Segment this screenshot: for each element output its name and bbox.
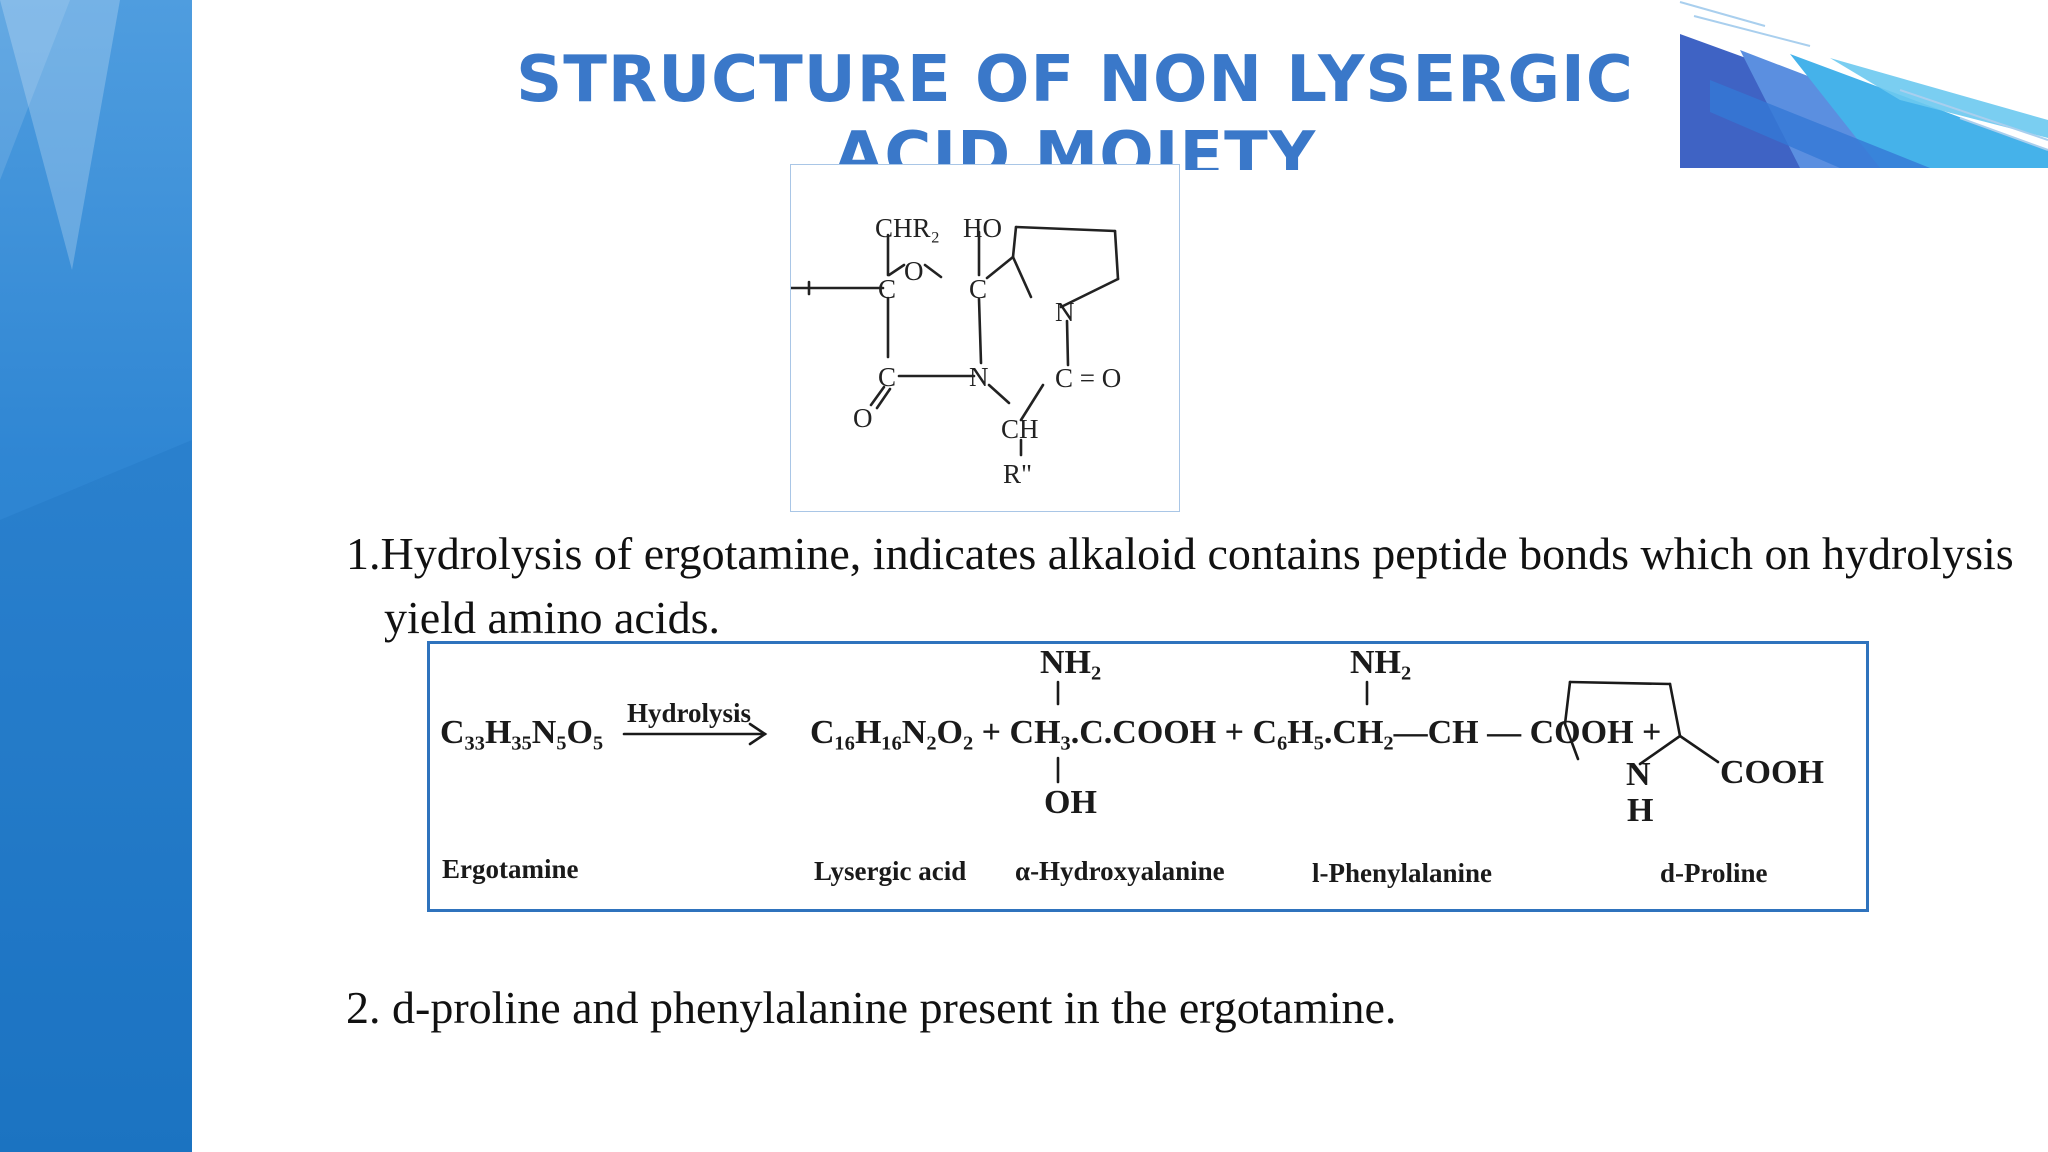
label-phenylalanine: l-Phenylalanine xyxy=(1312,858,1493,888)
label-proline: d-Proline xyxy=(1660,858,1768,888)
label-hydroxyalanine: α-Hydroxyalanine xyxy=(1015,856,1225,886)
band-decoration xyxy=(0,0,192,1152)
peptide-structure-diagram: CHR₂ HO O C C N C N C = O O CH R" xyxy=(789,213,1121,489)
label-lysergic-acid: Lysergic acid xyxy=(814,856,967,886)
hydrolysis-arrow-label: Hydrolysis xyxy=(627,698,752,728)
r-group-label: R" xyxy=(1003,459,1032,489)
point-amino-acids: 2. d-proline and phenylalanine present i… xyxy=(346,982,1397,1033)
proline-cooh: COOH xyxy=(1720,754,1824,791)
slide-title: STRUCTURE OF NON LYSERGIC ACID MOIETY xyxy=(516,43,1634,170)
ch-label: CH xyxy=(1001,414,1039,444)
chr2-label: CHR₂ xyxy=(875,213,940,243)
point-hydrolysis: 1.Hydrolysis of ergotamine, indicates al… xyxy=(346,528,2014,643)
carbon-label-3: C xyxy=(878,362,896,392)
carbonyl-label: C = O xyxy=(1055,363,1121,393)
product-equation: C₁₆H₁₆N₂O₂ + CH₃.C.COOH + C₆H₅.CH₂—CH — … xyxy=(810,714,1662,751)
proline-nitrogen: N xyxy=(1626,756,1651,793)
carbon-label-2: C xyxy=(969,274,987,304)
proline-hydrogen: H xyxy=(1627,792,1654,829)
left-side-band xyxy=(0,0,192,1152)
amide-nitrogen-label: N xyxy=(969,362,989,392)
phenylalanine-nh2: NH₂ xyxy=(1350,644,1412,681)
ho-label: HO xyxy=(963,213,1002,243)
hydroxyalanine-nh2: NH₂ xyxy=(1040,644,1102,681)
corner-decoration xyxy=(1679,1,2048,168)
keto-oxygen-label: O xyxy=(853,403,873,433)
hydroxyalanine-oh: OH xyxy=(1044,784,1097,821)
hydrolysis-reaction-scheme: C₃₃H₃₅N₅O₅ Hydrolysis NH₂ NH₂ C₁₆H₁₆N₂O₂… xyxy=(427,641,1869,912)
ring-oxygen-label: O xyxy=(904,256,924,286)
reaction-bonds xyxy=(622,680,1720,784)
structure-image: CHR₂ HO O C C N C N C = O O CH R" xyxy=(789,164,1180,512)
carbon-label-1: C xyxy=(878,274,896,304)
ergotamine-formula: C₃₃H₃₅N₅O₅ xyxy=(440,714,604,751)
label-ergotamine: Ergotamine xyxy=(442,854,579,884)
pyrrolidine-nitrogen-label: N xyxy=(1055,297,1075,327)
